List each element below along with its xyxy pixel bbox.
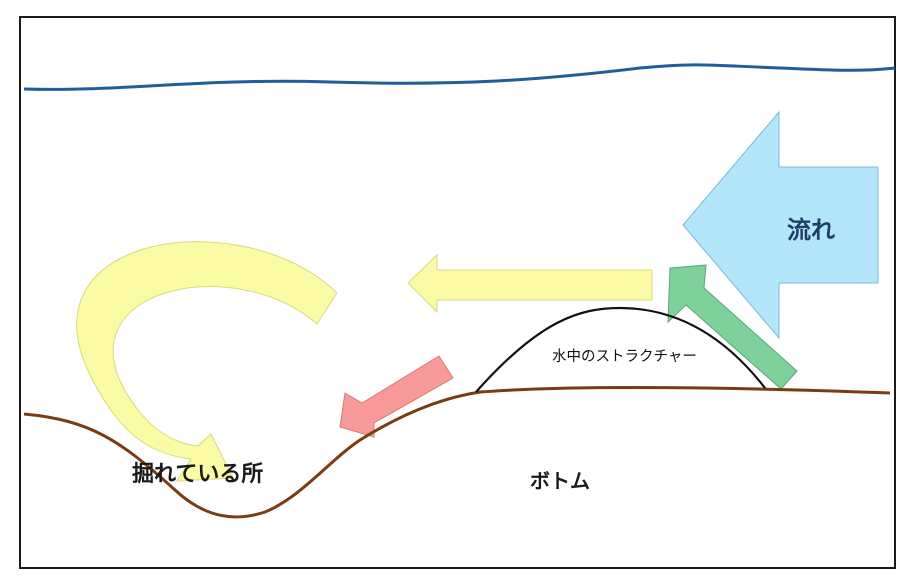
- upward-deflection-arrow: [667, 264, 798, 390]
- structure-label: 水中のストラクチャー: [552, 348, 697, 365]
- underwater-structure: [475, 306, 766, 393]
- flow-label: 流れ: [787, 216, 835, 244]
- horizontal-current-arrow: [407, 253, 653, 314]
- water-surface-line: [23, 63, 896, 91]
- bottom-label: ボトム: [530, 469, 590, 493]
- bottom-line: [23, 386, 891, 519]
- curved-scour-arrow: [76, 241, 338, 482]
- downward-current-arrow: [339, 355, 454, 438]
- dug-place-label: 掘れている所: [132, 462, 263, 487]
- flow-arrow: [682, 110, 879, 340]
